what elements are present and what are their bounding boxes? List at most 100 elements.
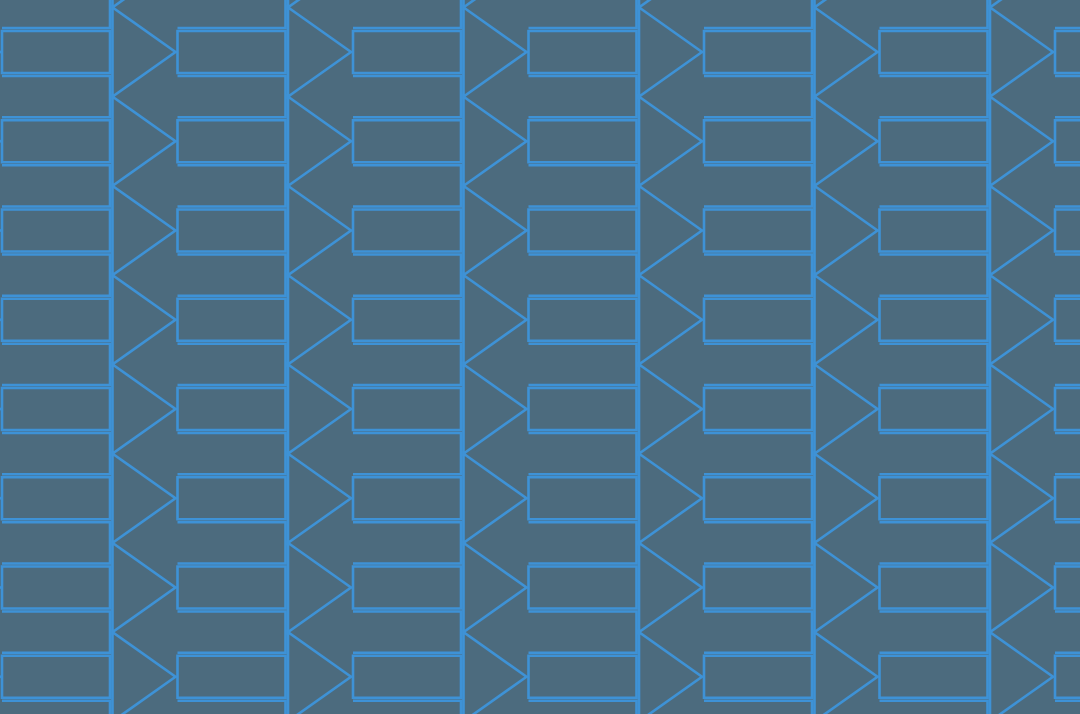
arrow-head-triangle [988,4,1056,100]
arrow-tail-rect [527,208,638,253]
spacer-rect [177,610,287,655]
spacer-rect [528,342,638,387]
spacer-rect [177,520,287,565]
arrow-tail-rect [527,29,638,75]
spacer-rect [528,699,638,714]
arrow-head-triangle [111,361,178,457]
arrow-tail-rect [0,208,112,253]
arrow-head-triangle [637,361,705,457]
spacer-rect [879,253,989,298]
arrow-tail-rect [878,29,989,75]
arrow-tail-rect [1053,118,1080,164]
spacer-rect [177,431,287,476]
spacer-rect [528,610,638,655]
spacer-rect [704,610,814,655]
arrow-head-triangle [462,540,529,635]
spacer-rect [704,74,814,119]
spacer-rect [177,342,287,387]
arrow-tail-rect [351,29,463,75]
arrow-head-triangle [637,4,705,100]
arrow-tail-rect [702,654,814,700]
arrow-head-triangle [111,94,178,189]
arrow-head-triangle [111,4,178,100]
spacer-rect [704,699,814,714]
spacer-rect [704,0,814,30]
spacer-rect [177,253,287,298]
arrow-tail-rect [1053,297,1080,343]
arrow-head-triangle [813,361,880,457]
arrow-tail-rect [351,208,463,253]
spacer-rect [2,431,112,476]
arrow-tail-rect [527,475,638,521]
arrow-tail-rect [351,386,463,432]
spacer-rect [879,699,989,714]
arrow-tail-rect [1053,208,1080,253]
arrow-tail-rect [878,475,989,521]
spacer-rect [704,431,814,476]
spacer-rect [353,520,463,565]
spacer-rect [528,253,638,298]
arrow-head-triangle [637,540,705,635]
arrow-head-triangle [286,361,354,457]
arrow-head-triangle [813,4,880,100]
spacer-rect [879,0,989,30]
arrow-head-triangle [813,183,880,278]
arrow-tail-rect [1053,29,1080,75]
arrow-tail-rect [702,297,814,343]
arrow-head-triangle [988,451,1056,546]
spacer-rect [879,610,989,655]
arrow-head-triangle [813,272,880,367]
spacer-rect [353,74,463,119]
spacer-rect [2,163,112,208]
spacer-rect [879,342,989,387]
arrow-tail-rect [527,297,638,343]
spacer-rect [2,253,112,298]
arrow-head-triangle [111,451,178,546]
spacer-rect [177,0,287,30]
arrow-head-triangle [286,272,354,367]
arrow-tail-rect [351,565,463,610]
spacer-rect [353,0,463,30]
arrow-tail-rect [176,565,287,610]
arrow-head-triangle [111,272,178,367]
spacer-rect [879,74,989,119]
arrow-head-triangle [813,629,880,714]
spacer-rect [353,163,463,208]
spacer-rect [2,520,112,565]
arrow-tail-rect [176,654,287,700]
arrow-tail-rect [176,29,287,75]
arrow-tail-rect [0,654,112,700]
spacer-rect [2,74,112,119]
arrow-head-triangle [813,94,880,189]
arrow-head-triangle [286,94,354,189]
spacer-rect [528,74,638,119]
spacer-rect [704,163,814,208]
spacer-rect [879,431,989,476]
arrow-tail-rect [527,118,638,164]
arrow-head-triangle [813,540,880,635]
spacer-rect [704,253,814,298]
arrow-head-triangle [462,451,529,546]
spacer-rect [353,431,463,476]
arrow-head-triangle [111,629,178,714]
arrow-head-triangle [988,94,1056,189]
arrow-head-triangle [637,272,705,367]
arrow-head-triangle [286,629,354,714]
spacer-rect [353,699,463,714]
arrow-head-triangle [111,540,178,635]
arrow-tail-rect [878,565,989,610]
spacer-rect [2,0,112,30]
arrow-head-triangle [988,272,1056,367]
arrow-head-triangle [286,451,354,546]
arrow-tail-rect [702,475,814,521]
arrow-head-triangle [462,183,529,278]
arrow-tail-rect [0,297,112,343]
arrow-tail-rect [702,386,814,432]
arrow-tail-rect [702,565,814,610]
arrow-tail-rect [878,297,989,343]
arrow-tail-rect [1053,565,1080,610]
arrow-tail-rect [351,654,463,700]
arrow-head-triangle [111,183,178,278]
